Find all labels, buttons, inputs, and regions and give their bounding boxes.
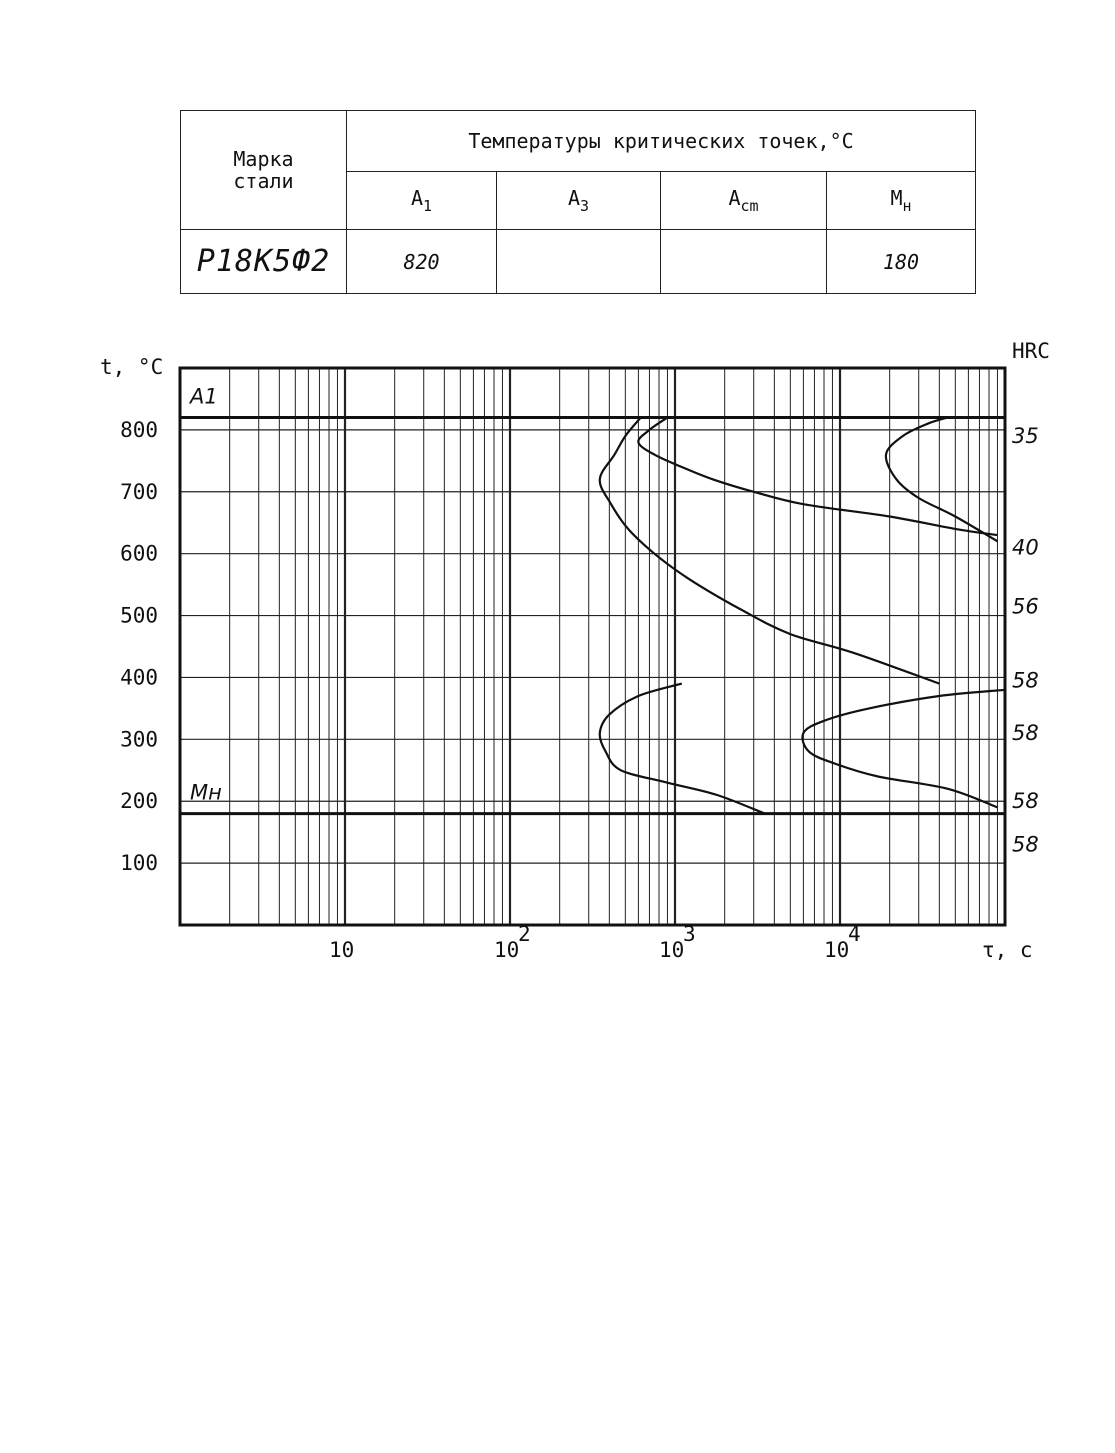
hrc-value-label: 58 bbox=[1012, 669, 1039, 693]
a1-value: 820 bbox=[346, 229, 497, 294]
curve-pearlite-start bbox=[598, 416, 940, 685]
hrc-value-label: 40 bbox=[1012, 535, 1039, 559]
hrc-value-label: 35 bbox=[1012, 424, 1039, 448]
curve-bainite-end bbox=[801, 688, 1006, 809]
col-a1-sub: 1 bbox=[423, 197, 433, 215]
hrc-value-label: 56 bbox=[1012, 594, 1039, 618]
y-tick-label: 300 bbox=[120, 727, 158, 751]
critical-temps-header-cell: Температуры критических точек,°C bbox=[346, 110, 976, 172]
hrc-axis-label: HRC bbox=[1012, 339, 1050, 363]
col-mn-base: M bbox=[890, 186, 903, 210]
a3-value bbox=[496, 229, 661, 294]
y-tick-label: 400 bbox=[120, 665, 158, 689]
x-tick-label: 10 bbox=[329, 938, 354, 962]
steel-grade-header: Марка стали bbox=[233, 147, 294, 193]
critical-temps-header: Температуры критических точек, bbox=[468, 129, 830, 153]
chart-grid bbox=[180, 368, 1005, 925]
col-a1-base: A bbox=[410, 186, 423, 210]
x-axis-label: τ, c bbox=[982, 938, 1033, 962]
y-tick-label: 500 bbox=[120, 604, 158, 628]
x-tick-label: 10 bbox=[824, 938, 849, 962]
col-acm-sub: cm bbox=[740, 197, 759, 215]
col-a3-base: A bbox=[567, 186, 580, 210]
critical-points-table: Марка стали Температуры критических точе… bbox=[180, 110, 976, 294]
col-acm-header: Acm bbox=[660, 171, 827, 230]
hrc-value-label: 58 bbox=[1012, 721, 1039, 745]
x-tick-label: 10 bbox=[659, 938, 684, 962]
x-tick-label: 10 bbox=[494, 938, 519, 962]
table-row: Р18К5Ф2 820 180 bbox=[180, 229, 976, 294]
x-tick-exponent: 2 bbox=[518, 922, 531, 946]
x-tick-exponent: 3 bbox=[683, 922, 696, 946]
y-tick-label: 800 bbox=[120, 418, 158, 442]
hrc-value-label: 58 bbox=[1012, 789, 1039, 813]
reference-label-A1: А1 bbox=[188, 385, 218, 409]
col-a3-sub: 3 bbox=[580, 197, 590, 215]
curve-bainite-start bbox=[598, 682, 766, 815]
x-tick-exponent: 4 bbox=[848, 922, 861, 946]
col-mn-sub: н bbox=[902, 197, 912, 215]
hrc-value-label: 58 bbox=[1012, 833, 1039, 857]
reference-label-Mн: Мн bbox=[190, 781, 222, 805]
col-acm-base: A bbox=[728, 186, 741, 210]
curve-pearlite-end-1 bbox=[637, 416, 998, 537]
plot-frame bbox=[178, 366, 1007, 927]
col-a1-header: A1 bbox=[346, 171, 497, 230]
y-tick-label: 100 bbox=[120, 851, 158, 875]
steel-grade-value: Р18К5Ф2 bbox=[180, 229, 347, 294]
y-tick-label: 600 bbox=[120, 542, 158, 566]
y-axis-label: t, °C bbox=[100, 355, 163, 379]
col-a3-header: A3 bbox=[496, 171, 661, 230]
steel-grade-header-cell: Марка стали bbox=[180, 110, 347, 230]
acm-value bbox=[660, 229, 827, 294]
critical-temps-unit: °C bbox=[829, 129, 854, 153]
chart-series bbox=[598, 416, 1006, 815]
reference-lines bbox=[180, 416, 1005, 816]
y-tick-label: 200 bbox=[120, 789, 158, 813]
y-tick-label: 700 bbox=[120, 480, 158, 504]
mn-value: 180 bbox=[826, 229, 976, 294]
curve-pearlite-end-2 bbox=[884, 416, 999, 543]
